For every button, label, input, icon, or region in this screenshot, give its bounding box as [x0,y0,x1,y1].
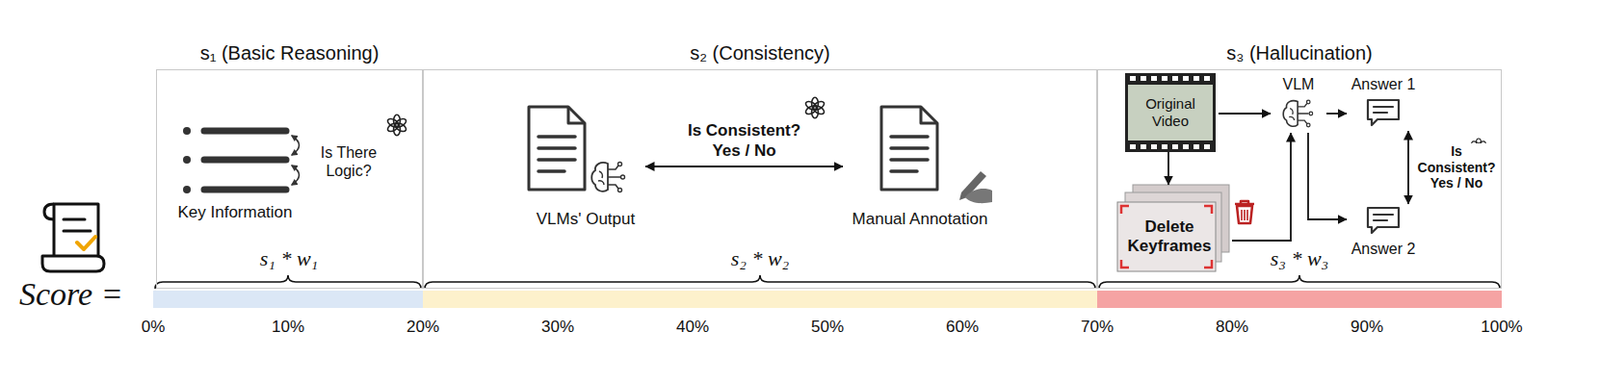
answer-bubble-icon [1367,100,1399,126]
figure-label: s₁ * w₁ [260,246,319,272]
component-node: Original Video [1122,73,1219,153]
node-label: Delete Keyframes [1118,217,1221,258]
component-node: Manual Annotation [842,100,997,234]
figure-label: Score = [19,275,124,315]
axis-tick-label: 60% [945,317,979,338]
figure-label: Key Information [177,203,292,223]
edge-label: Is Consistent? Yes / No [677,121,813,161]
gpt-logo [386,114,408,135]
gpt-logo [804,97,826,118]
node-label: VLMs' Output [536,209,635,230]
axis-tick-label: 90% [1350,317,1384,338]
component-node: VLMs' Output [525,100,646,234]
panel-heading: s₁ (Basic Reasoning) [156,41,423,65]
answer-bubble-icon [1367,208,1399,234]
node-label: VLM [1283,75,1315,94]
axis-tick-label: 0% [141,317,166,338]
brace [155,275,1500,289]
score-scroll-icon [42,204,105,272]
connector-arrow [1167,152,1170,185]
axis-tick-label: 50% [811,317,844,338]
node-label: Original Video [1129,95,1211,131]
connector-arrow [1308,132,1347,220]
connector-arrow [645,165,843,168]
figure-label: Is There Logic? [314,143,384,181]
connector-arrow [1218,112,1271,115]
component-node: VLM [1270,75,1327,133]
brain-icon [591,162,625,193]
film-strip-icon [1125,73,1216,153]
axis-tick-label: 30% [541,317,575,338]
figure-label: s₃ * w₃ [1270,246,1330,272]
document-icon [881,106,938,190]
keyframe-stack [1117,184,1230,272]
edge-label: Is Consistent? Yes / No [1414,143,1499,192]
node-label: Manual Annotation [852,209,989,230]
panel-heading: s₃ (Hallucination) [1097,41,1502,65]
component-node: Delete Keyframes [1114,184,1233,272]
panel-heading: s₂ (Consistency) [422,41,1098,65]
axis-tick-label: 20% [406,317,440,338]
component-node: Answer 1 [1346,75,1420,132]
figure-label: s₂ * w₂ [731,246,790,272]
node-label: Answer 1 [1351,75,1417,94]
connector-arrow [1326,112,1347,115]
component-node: Answer 2 [1346,204,1420,259]
axis-tick-label: 70% [1080,317,1114,338]
axis-tick-label: 100% [1480,317,1522,338]
logic-arrows [291,135,300,185]
axis-tick-label: 80% [1215,317,1249,338]
score-bar [153,290,1502,309]
axis-tick-label: 10% [271,317,305,338]
axis-tick-label: 40% [676,317,709,338]
node-label: Answer 2 [1351,239,1417,259]
connector-arrow [1232,132,1291,241]
pen-hand-icon [959,171,993,204]
brain-icon [1283,100,1312,128]
connector-arrow [1407,131,1410,205]
trash-icon [1234,201,1255,224]
bullet-list-icon [183,127,287,194]
document-icon [528,106,585,190]
